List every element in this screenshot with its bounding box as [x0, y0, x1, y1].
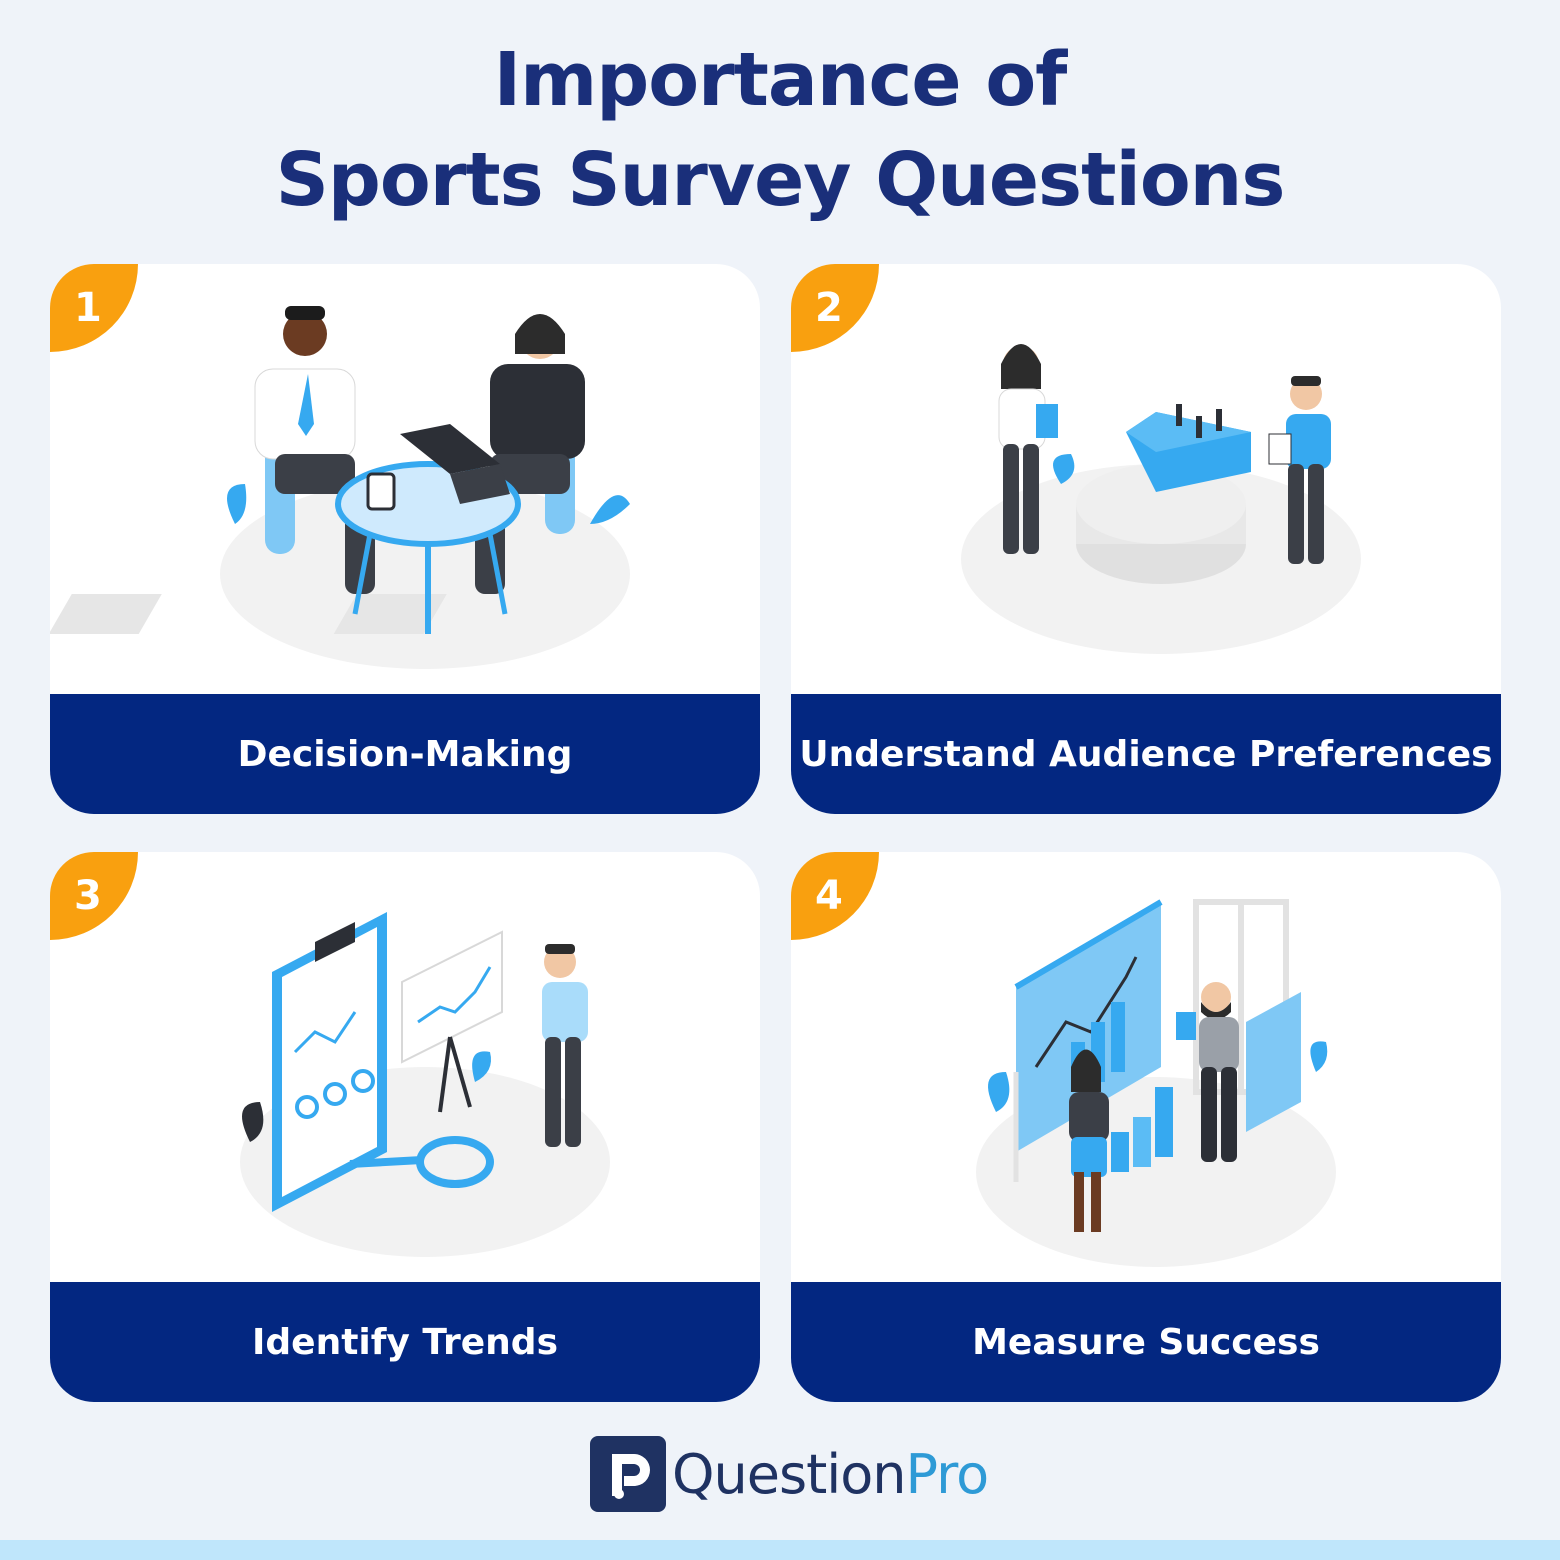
card-label: Decision-Making: [50, 694, 760, 814]
card-audience-preferences: 2 Understand Audience Preferences: [791, 264, 1501, 814]
card-decision-making: 1 Decision-Making: [50, 264, 760, 814]
business-meeting-illustration: [50, 306, 630, 669]
logo-word-pro: Pro: [905, 1442, 990, 1506]
logo-word-question: Question: [672, 1442, 907, 1506]
card-label: Identify Trends: [50, 1282, 760, 1402]
data-trends-illustration: [240, 912, 610, 1257]
page-title: Importance of Sports Survey Questions: [0, 30, 1560, 230]
card-label: Measure Success: [791, 1282, 1501, 1402]
card-identify-trends: 3 Identify Trends: [50, 852, 760, 1402]
questionpro-logo: QuestionPro: [590, 1436, 990, 1512]
title-line-1: Importance of: [493, 37, 1068, 123]
number-badge: 1: [50, 264, 138, 352]
card-label: Understand Audience Preferences: [791, 694, 1501, 814]
audience-pie-chart-illustration: [961, 344, 1361, 654]
card-measure-success: 4 Measure Success: [791, 852, 1501, 1402]
title-line-2: Sports Survey Questions: [275, 137, 1286, 223]
questionpro-logo-mark-icon: [590, 1436, 666, 1512]
growth-chart-presentation-illustration: [976, 899, 1336, 1267]
logo-wordmark: QuestionPro: [672, 1442, 990, 1506]
bottom-strip: [0, 1540, 1560, 1560]
